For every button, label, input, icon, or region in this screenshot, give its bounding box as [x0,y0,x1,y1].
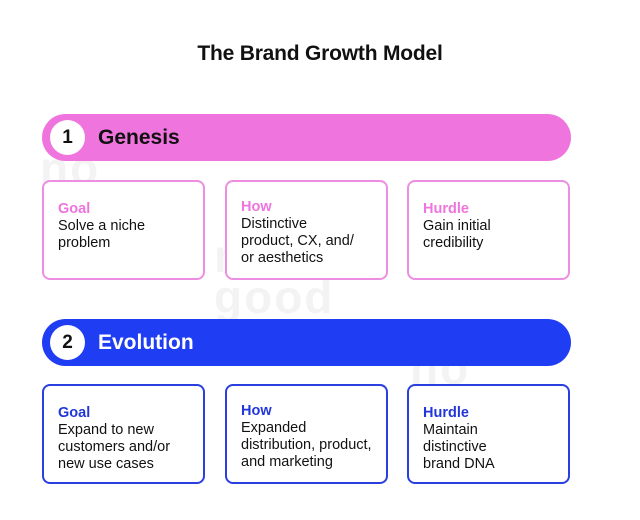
card-label: How [241,403,272,419]
card-text: Expanded distribution, product, and mark… [241,420,372,470]
diagram-title: The Brand Growth Model [197,42,443,65]
card-label: Goal [58,405,91,421]
evolution-goal-card: Goal Expand to new customers and/or new … [42,384,205,484]
card-label: How [241,199,272,215]
stage-name: Evolution [98,330,194,354]
watermark-line: good [214,271,335,324]
card-label: Hurdle [423,201,469,217]
card-label: Goal [58,201,91,217]
stage-number-badge: 2 [50,325,85,360]
stage-bar-evolution: 2 Evolution [42,319,571,366]
card-text: Maintain distinctive brand DNA [423,422,495,472]
stage-bar-genesis: 1 Genesis [42,114,571,161]
genesis-goal-card: Goal Solve a niche problem [42,180,205,280]
card-text: Gain initial credibility [423,218,491,251]
card-text: Distinctive product, CX, and/ or aesthet… [241,216,354,266]
genesis-hurdle-card: Hurdle Gain initial credibility [407,180,570,280]
stage-name: Genesis [98,125,180,149]
evolution-how-card: How Expanded distribution, product, and … [225,384,388,484]
genesis-how-card: How Distinctive product, CX, and/ or aes… [225,180,388,280]
stage-number-badge: 1 [50,120,85,155]
card-text: Expand to new customers and/or new use c… [58,422,171,472]
card-label: Hurdle [423,405,469,421]
evolution-hurdle-card: Hurdle Maintain distinctive brand DNA [407,384,570,484]
card-text: Solve a niche problem [58,218,146,251]
